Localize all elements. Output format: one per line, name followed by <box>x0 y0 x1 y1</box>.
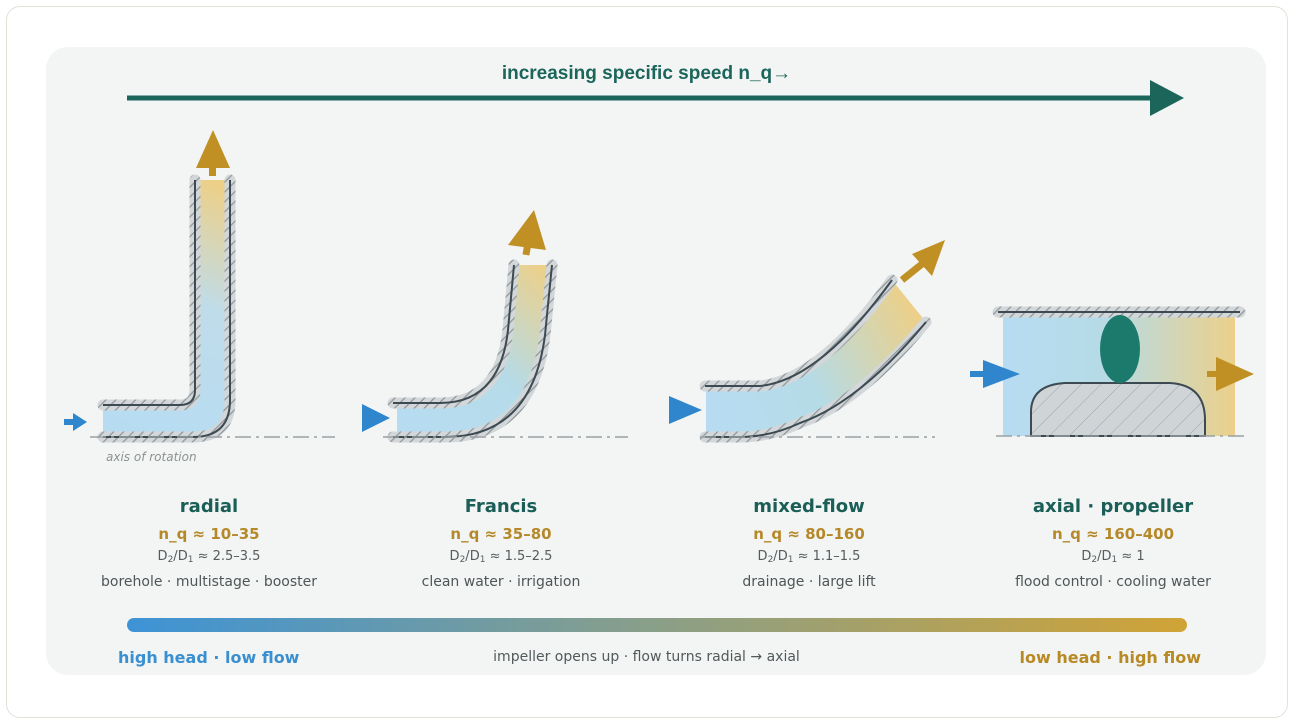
axial-propeller-blade <box>1100 315 1140 383</box>
radial-flow-channel <box>103 180 230 437</box>
radial-inflow-arrow <box>64 419 76 425</box>
mixed-flow-name: mixed-flow <box>753 496 865 517</box>
axial-propeller <box>970 306 1254 437</box>
axial-applications: flood control · cooling water <box>1015 574 1211 590</box>
radial-applications: borehole · multistage · booster <box>101 574 317 590</box>
axial-outflow-arrow <box>1207 371 1221 377</box>
high-head-low-flow-label: high head · low flow <box>118 648 300 667</box>
impeller-trend-caption: impeller opens up · flow turns radial → … <box>493 649 800 665</box>
axial-hub <box>1030 382 1206 437</box>
head-flow-gradient-bar <box>127 618 1187 632</box>
axial-diameter-ratio: D2/D1 ≈ 1 <box>1081 549 1145 565</box>
mixed-flow-outflow-arrow <box>899 261 925 283</box>
francis-impeller <box>362 210 628 443</box>
axial-nq: n_q ≈ 160–400 <box>1051 525 1175 543</box>
francis-nq: n_q ≈ 35–80 <box>450 525 552 543</box>
axial-label-block: axial · propeller n_q ≈ 160–400 D2/D1 ≈ … <box>963 496 1263 591</box>
francis-inflow-arrow <box>362 404 390 432</box>
francis-diameter-ratio: D2/D1 ≈ 1.5–2.5 <box>449 549 553 565</box>
mixed-flow-channel <box>706 280 926 437</box>
mixed-flow-label-block: mixed-flow n_q ≈ 80–160 D2/D1 ≈ 1.1–1.5 … <box>659 496 959 591</box>
axial-name: axial · propeller <box>1032 496 1194 517</box>
axial-inflow-arrow <box>970 371 986 377</box>
radial-diameter-ratio: D2/D1 ≈ 2.5–3.5 <box>157 549 261 565</box>
low-head-high-flow-label: low head · high flow <box>1019 648 1201 667</box>
francis-flow-channel <box>397 265 552 437</box>
axis-of-rotation-label: axis of rotation <box>106 450 197 464</box>
francis-label-block: Francis n_q ≈ 35–80 D2/D1 ≈ 1.5–2.5 clea… <box>351 496 651 591</box>
mixed-flow-diameter-ratio: D2/D1 ≈ 1.1–1.5 <box>757 549 861 565</box>
francis-name: Francis <box>464 496 538 517</box>
radial-impeller <box>64 130 335 443</box>
radial-nq: n_q ≈ 10–35 <box>158 525 260 543</box>
francis-applications: clean water · irrigation <box>421 574 581 590</box>
speed-arrow-head <box>1150 80 1184 116</box>
radial-name: radial <box>179 496 239 517</box>
specific-speed-title: increasing specific speed n_q→ <box>501 63 792 84</box>
mixed-flow-applications: drainage · large lift <box>742 574 876 590</box>
mixed-flow-nq: n_q ≈ 80–160 <box>753 525 865 543</box>
mixed-flow-inflow-arrow <box>669 396 702 424</box>
radial-label-block: radial n_q ≈ 10–35 D2/D1 ≈ 2.5–3.5 boreh… <box>59 496 359 591</box>
mixed-flow-impeller <box>669 240 945 443</box>
